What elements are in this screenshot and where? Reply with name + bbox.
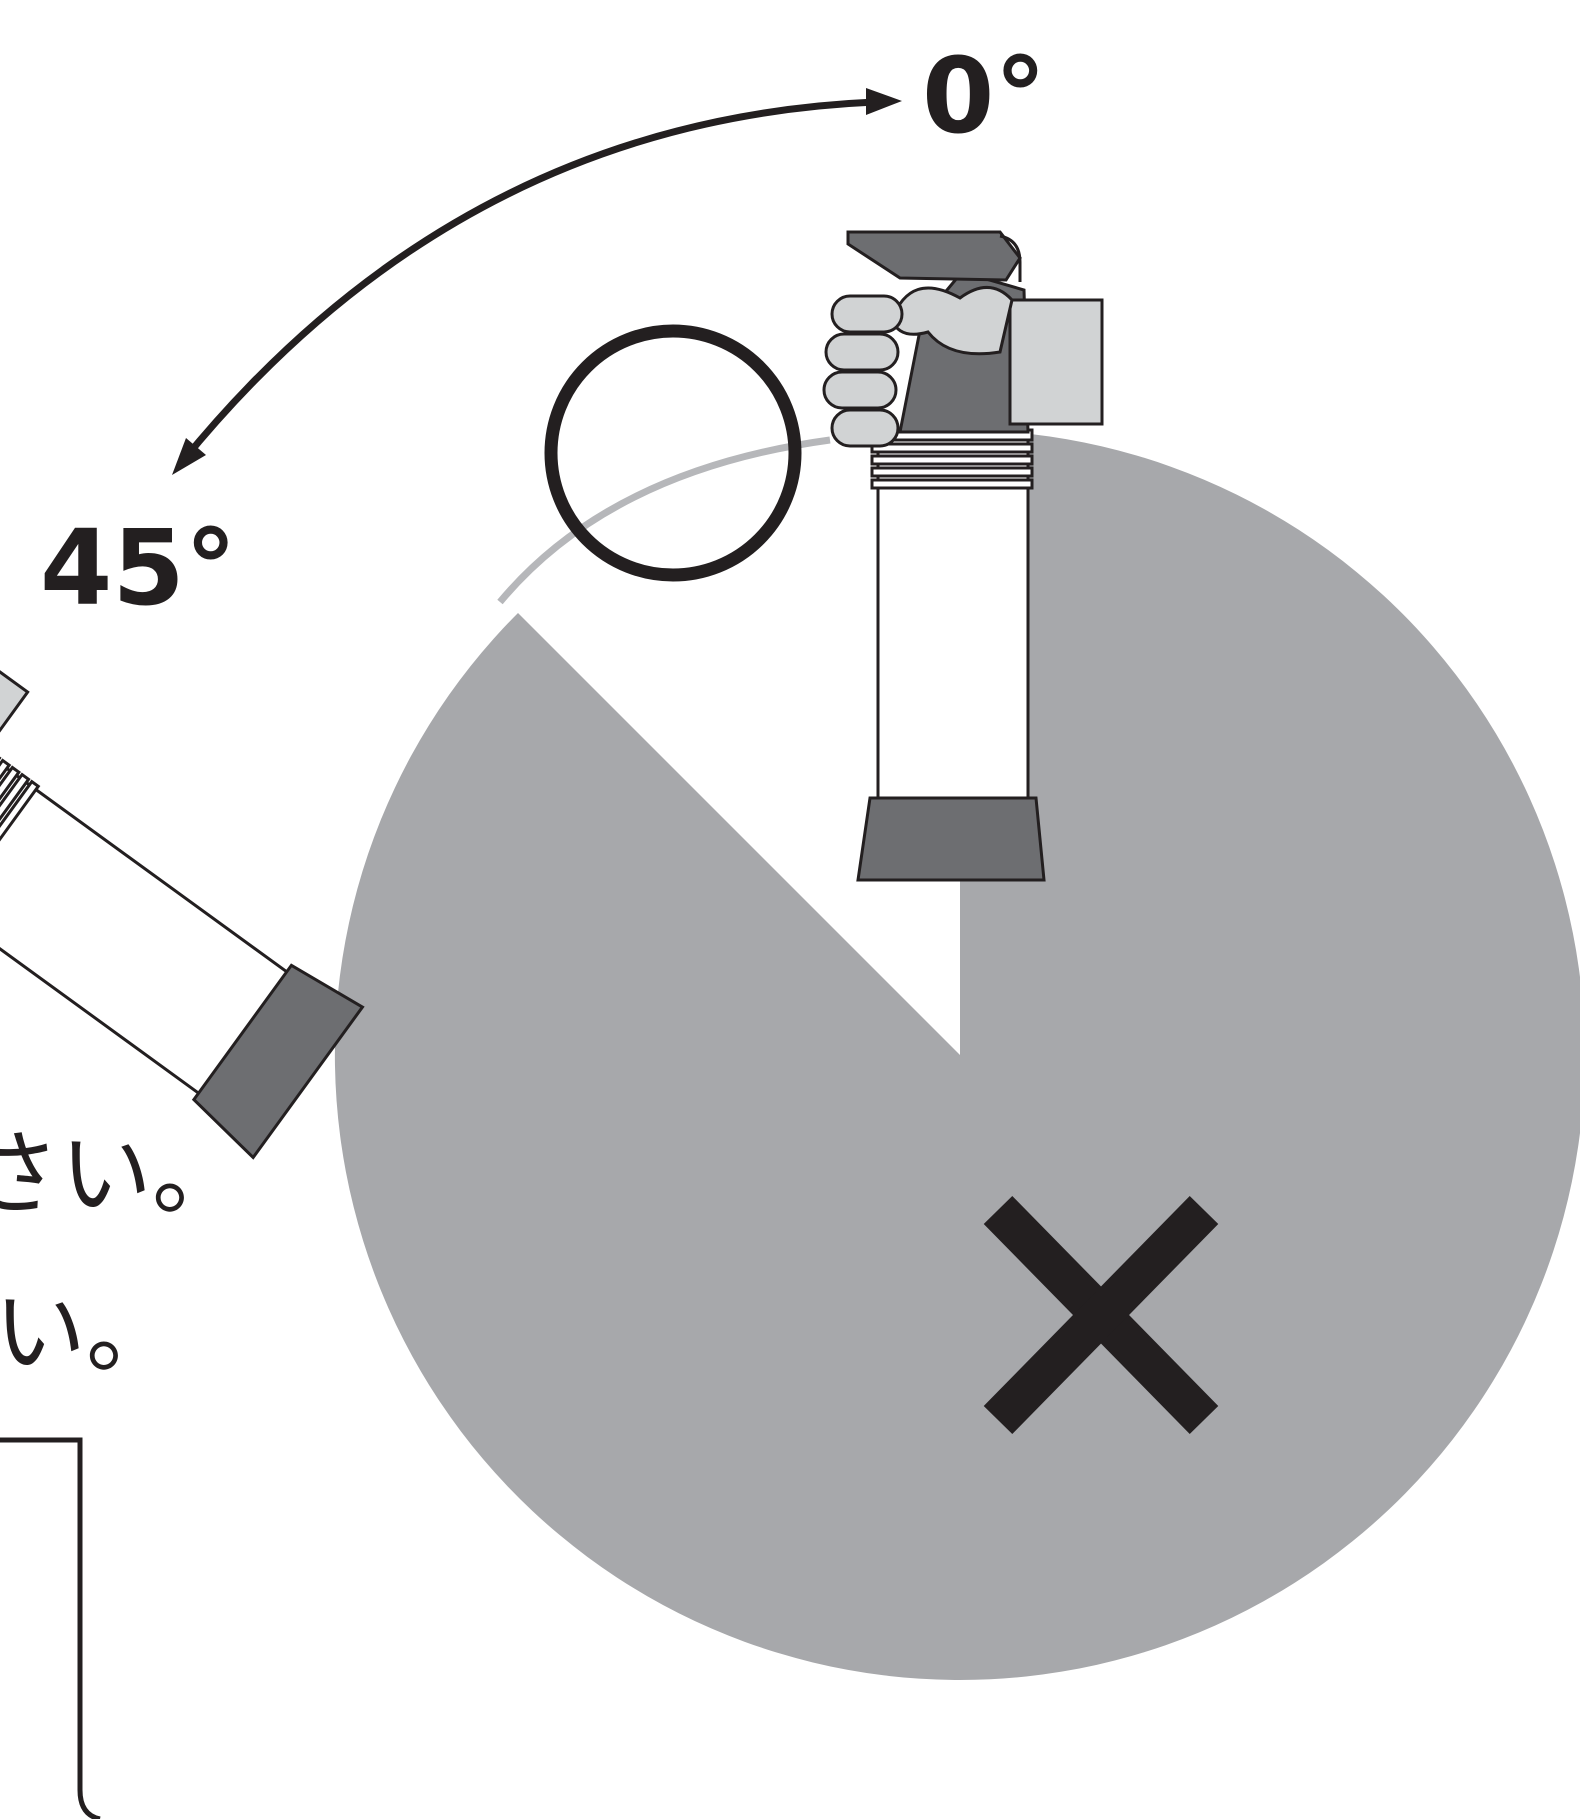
arrowhead-down-icon [172, 438, 206, 475]
angle-label-0: 0° [922, 35, 1046, 157]
hand-upright [822, 286, 1104, 448]
allowed-range-arc [497, 436, 831, 605]
forbidden-mark-icon [983, 1195, 1219, 1435]
canister-upright [822, 230, 1104, 882]
text-fragment-line-1: さい。 [0, 1121, 244, 1228]
angle-label-45: 45° [40, 507, 237, 629]
forbidden-zone-sector [334, 430, 1580, 1680]
arrowhead-right-icon [866, 88, 902, 115]
permitted-mark-icon [544, 324, 802, 582]
canister-tilted [0, 617, 365, 1160]
text-fragment-line-2: い。 [0, 1279, 178, 1386]
rotation-arrow [172, 88, 902, 475]
hand-tilted [0, 617, 30, 769]
content-box-outline [0, 1437, 101, 1819]
